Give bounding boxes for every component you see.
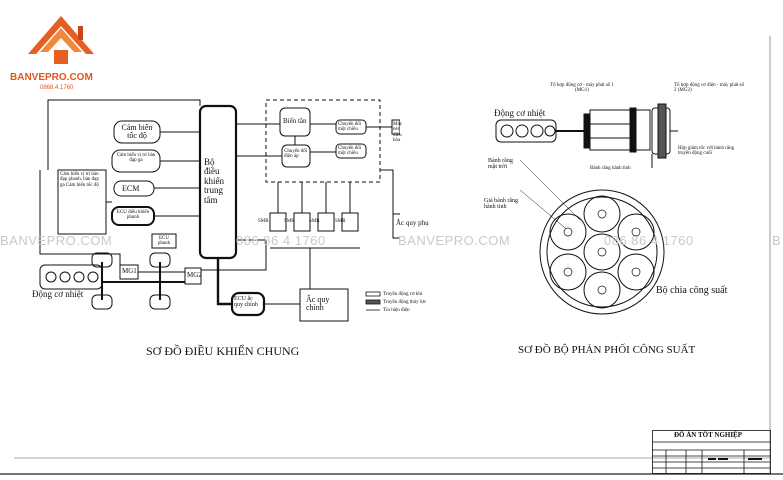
ecm-label: ECM bbox=[122, 184, 140, 193]
smr-3: SMR bbox=[309, 219, 320, 224]
smr-1: SMR bbox=[258, 219, 269, 224]
watermark-2: 086 86 4 1760 bbox=[236, 233, 326, 248]
title-block-title: ĐỒ ÁN TỐT NGHIỆP bbox=[674, 431, 743, 439]
power-split-diagram bbox=[495, 103, 678, 315]
brand-name: BANVEPRO.COM bbox=[10, 72, 93, 83]
house-logo-icon bbox=[28, 16, 94, 64]
battery-main-label: Ắc quy chính bbox=[306, 295, 330, 313]
watermark-5: B bbox=[772, 233, 782, 248]
engine-label-left: Động cơ nhiệt bbox=[32, 289, 84, 299]
sensor-brake-label: Cảm biến vị trí bàn đạp ga bbox=[116, 153, 156, 164]
left-caption: SƠ ĐỒ ĐIỀU KHIỂN CHUNG bbox=[146, 344, 300, 358]
smr-4: SMR bbox=[335, 219, 346, 224]
smr-2: SMR bbox=[284, 219, 295, 224]
legend-mechanical: Truyền động cơ khí bbox=[383, 292, 423, 297]
converter-ac-label: Chuyển đổi một chiều bbox=[338, 122, 362, 133]
watermark-1: BANVEPRO.COM bbox=[0, 233, 113, 248]
ecu-brake-label: ECU điều khiển phanh bbox=[116, 210, 150, 221]
ecu-battery-label: ECU ắc quy chính bbox=[234, 296, 258, 309]
title-block-frame bbox=[652, 430, 771, 474]
mg1-label-right: Tổ hợp động cơ - máy phát số 1 (MG1) bbox=[550, 83, 614, 94]
sun-gear-label: Bánh răng mặt trời bbox=[488, 158, 513, 171]
battery-small-label: Ắc quy phụ bbox=[396, 219, 429, 227]
mg2-label-right: Tổ hợp động cơ điện - máy phát số 2 (MG2… bbox=[674, 83, 744, 94]
watermark-3: BANVEPRO.COM bbox=[398, 233, 511, 248]
mg2-label: MG2 bbox=[187, 271, 202, 279]
right-caption: SƠ ĐỒ BỘ PHẢN PHỐI CÔNG SUẤT bbox=[518, 344, 696, 356]
mg1-label: MG1 bbox=[122, 267, 137, 275]
planet-carrier-label: Giá bánh răng hành tinh bbox=[484, 198, 518, 211]
central-controller-label: Bộ điều khiển trung tâm bbox=[204, 157, 224, 205]
inverter-label: Biến tần bbox=[283, 117, 307, 125]
planet-gear-label: Bánh răng hành tinh bbox=[590, 166, 631, 171]
sensor-speed-label: Cảm biến tốc độ bbox=[121, 123, 153, 141]
brand-phone: 0868.4.1760 bbox=[40, 85, 74, 91]
legend-electric: Tín hiệu điện bbox=[383, 308, 410, 313]
control-diagram bbox=[39, 99, 400, 322]
ac-motor-label: Máy nén điều hòa bbox=[393, 122, 403, 143]
legend-hydraulic: Truyền động thủy lực bbox=[383, 300, 427, 305]
splitter-label: Bộ chia công suất bbox=[656, 285, 728, 296]
converter-dc-label: Chuyển đổi điện áp bbox=[284, 149, 308, 160]
converter-dc2-label: Chuyển đổi một chiều bbox=[338, 146, 362, 157]
ring-gear-label: Hộp giảm tốc với bánh răng truyền động c… bbox=[678, 146, 735, 157]
engine-label-right: Động cơ nhiệt bbox=[494, 108, 546, 118]
watermark-4: 086 86 4 1760 bbox=[604, 233, 694, 248]
sensor-multi-label: Cảm biến vị trí bàn đạp phanh, bàn đạp g… bbox=[60, 172, 99, 188]
ecu-brake2-label: ECU phanh bbox=[157, 236, 171, 247]
brand-logo: BANVEPRO.COM 0868.4.1760 bbox=[10, 14, 104, 94]
